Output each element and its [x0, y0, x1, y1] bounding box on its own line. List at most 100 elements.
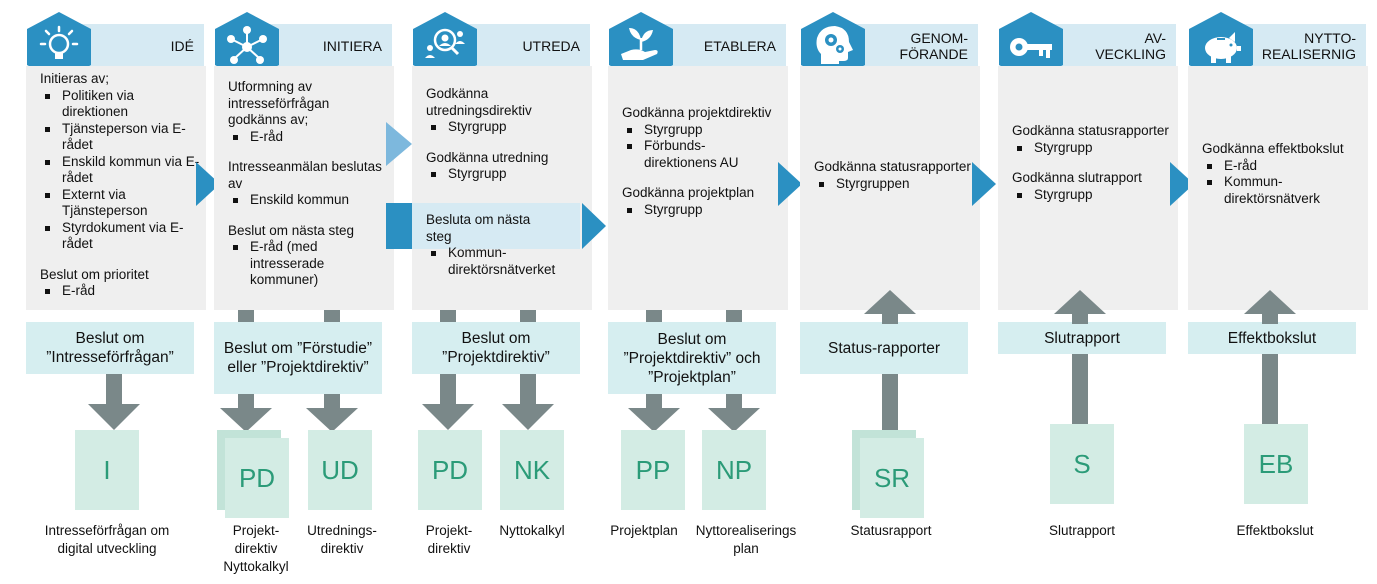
doc-caption: Projekt-direktiv Nyttokalkyl: [223, 523, 289, 574]
head-gears-icon: [801, 12, 865, 82]
doc-code: PD: [238, 462, 276, 493]
doc-code: UD: [321, 454, 359, 485]
group-heading: Beslut om prioritet: [40, 266, 149, 282]
doc-caption: Statusrapport: [850, 523, 932, 538]
document-icon: NP: [702, 430, 766, 510]
phase-genomforande: GENOM-FÖRANDE Godkänna statusrapporter S…: [788, 0, 988, 584]
connector: [1262, 354, 1278, 426]
bullet-item: Styrgrupp: [622, 122, 782, 139]
connector: [882, 374, 898, 432]
connector: [1072, 354, 1088, 426]
phase-arrow: [196, 162, 220, 206]
doc-code: I: [103, 454, 111, 485]
phase-nyttorealisering: NYTTO-REALISERNIG Godkänna effektbokslut…: [1176, 0, 1376, 584]
bullet-item: Politiken via direktionen: [40, 88, 200, 121]
group-heading: Godkänna projektplan: [622, 185, 755, 200]
bullet-item: E-råd: [1202, 158, 1362, 175]
doc-caption: Nyttorealiserings plan: [695, 523, 797, 556]
connector: [324, 310, 340, 322]
document-icon: UD: [308, 430, 372, 510]
decision-box: Beslut om ”Projektdirektiv” och ”Projekt…: [608, 322, 776, 394]
phase-title: INITIERA: [322, 38, 382, 54]
decision-box: Beslut om ”Intresseförfrågan”: [26, 322, 194, 374]
bullet-item: Styrgrupp: [1012, 187, 1172, 204]
connector: [646, 310, 662, 322]
piggy-bank-icon: [1189, 12, 1253, 82]
document-icon: NK: [500, 430, 564, 510]
doc-caption: Nyttokalkyl: [499, 523, 565, 538]
connector: [440, 310, 456, 322]
group-heading: Godkänna projektdirektiv: [622, 105, 772, 120]
phase-title: UTREDA: [522, 38, 580, 54]
bullet-item: E-råd: [40, 283, 200, 300]
highlight-band: [412, 203, 580, 249]
bullet-item: Förbunds-direktionens AU: [622, 138, 754, 171]
group-heading: Utformning av intresseförfrågan godkänns…: [228, 79, 330, 127]
doc-code: S: [1073, 448, 1091, 479]
phase-content: Godkänna statusrapporter Styrgruppen: [800, 66, 980, 310]
doc-caption: Effektbokslut: [1236, 523, 1314, 538]
bullet-item: Styrgrupp: [426, 166, 586, 183]
down-arrow: [422, 374, 474, 430]
down-arrow: [502, 374, 554, 430]
decision-box: Status-rapporter: [800, 322, 968, 374]
bullet-item: Externt via Tjänsteperson: [40, 187, 200, 220]
group-heading: Godkänna utredningsdirektiv: [426, 86, 532, 118]
up-arrow: [1054, 290, 1106, 324]
phase-arrow: [972, 162, 996, 206]
group-heading: Godkänna statusrapporter: [1012, 123, 1169, 138]
group-heading: Godkänna slutrapport: [1012, 170, 1142, 185]
phase-title: IDÉ: [170, 38, 194, 54]
document-icon: S: [1050, 424, 1114, 504]
doc-code: PP: [635, 454, 671, 485]
bullet-item: Styrgruppen: [814, 176, 974, 193]
document-icon: EB: [1244, 424, 1308, 504]
phase-title: GENOM-FÖRANDE: [899, 30, 968, 62]
bullet-item: Styrgrupp: [426, 119, 586, 136]
phase-arrow: [386, 203, 412, 249]
bullet-item: Styrgrupp: [622, 202, 782, 219]
doc-caption: Slutrapport: [1048, 523, 1116, 538]
document-icon: PD: [418, 430, 482, 510]
phase-etablera: ETABLERA Godkänna projektdirektiv Styrgr…: [596, 0, 796, 584]
bullet-item: Enskild kommun: [228, 192, 388, 209]
doc-code: SR: [873, 462, 911, 493]
phase-title: ETABLERA: [703, 38, 776, 54]
phase-ide: IDÉ Initieras av; Politiken via direktio…: [14, 0, 214, 584]
phase-title: AV-VECKLING: [1095, 30, 1166, 62]
bullet-item: Kommun-direktörsnätverket: [426, 245, 566, 278]
decision-box: Beslut om ”Projektdirektiv”: [412, 322, 580, 374]
phase-arrow: [582, 203, 606, 249]
bullet-item: Tjänsteperson via E-rådet: [40, 121, 200, 154]
up-arrow: [864, 290, 916, 324]
phase-arrow: [778, 162, 802, 206]
group-heading: Godkänna statusrapporter: [814, 159, 971, 174]
bullet-item: E-råd: [228, 129, 388, 146]
bullet-item: Kommun-direktörsnätverk: [1202, 174, 1344, 207]
phase-content: Initieras av; Politiken via direktionen …: [26, 66, 206, 310]
plant-hand-icon: [609, 12, 673, 82]
decision-box: Beslut om ”Förstudie” eller ”Projektdire…: [214, 322, 382, 394]
phase-title: NYTTO-REALISERNIG: [1261, 30, 1356, 62]
decision-box: Slutrapport: [998, 322, 1166, 354]
decision-box: Effektbokslut: [1188, 322, 1356, 354]
up-arrow: [1244, 290, 1296, 324]
phase-arrow: [386, 122, 412, 166]
doc-caption: Utrednings-direktiv: [307, 523, 377, 556]
down-arrow: [628, 394, 680, 432]
phase-content: Godkänna utredningsdirektiv Styrgrupp Go…: [412, 66, 592, 310]
bullet-item: Enskild kommun via E-rådet: [40, 154, 200, 187]
magnifier-people-icon: [413, 12, 477, 82]
doc-caption: Projekt-direktiv: [425, 523, 473, 556]
phase-content: Utformning av intresseförfrågan godkänns…: [214, 66, 394, 310]
phase-avveckling: AV-VECKLING Godkänna statusrapporter Sty…: [986, 0, 1186, 584]
group-heading: Intresseanmälan beslutas av: [228, 159, 382, 191]
phase-utreda: UTREDA Godkänna utredningsdirektiv Styrg…: [400, 0, 600, 584]
bullet-item: E-råd (med intresserade kommuner): [228, 239, 368, 289]
doc-code: PD: [431, 454, 469, 485]
doc-caption: Projektplan: [610, 523, 678, 538]
network-icon: [215, 12, 279, 82]
doc-code: NP: [715, 454, 753, 485]
group-heading: Initieras av;: [40, 71, 110, 86]
connector: [520, 310, 536, 322]
